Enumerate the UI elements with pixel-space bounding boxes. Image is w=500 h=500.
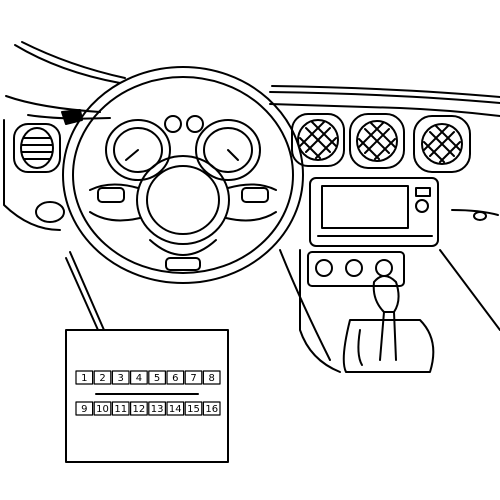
pin-cell — [75, 401, 94, 416]
pin-cell — [166, 401, 185, 416]
windshield-frame — [14, 41, 500, 104]
pin-cell — [93, 401, 112, 416]
pin-number: 7 — [190, 373, 196, 384]
left-air-vent — [3, 109, 83, 231]
pin-number: 14 — [169, 404, 182, 415]
pin-cell — [111, 401, 130, 416]
pin-number: 15 — [187, 404, 200, 415]
pin-number: 9 — [81, 404, 87, 415]
pin-cell — [202, 370, 221, 385]
pin-number: 13 — [151, 404, 164, 415]
center-console — [279, 177, 500, 373]
pin-cell — [166, 370, 185, 385]
pin-cell — [184, 370, 203, 385]
pin-number: 8 — [209, 373, 215, 384]
pin-number: 11 — [114, 404, 127, 415]
center-air-vents — [291, 113, 471, 173]
pin-number: 3 — [118, 373, 124, 384]
pin-number: 12 — [133, 404, 146, 415]
pin-cell — [148, 401, 167, 416]
gear-shift-lever — [342, 275, 435, 373]
pin-cell — [148, 370, 167, 385]
pin-number: 16 — [205, 404, 218, 415]
pin-number: 6 — [172, 373, 178, 384]
pin-cell — [75, 370, 94, 385]
connector-inset-box — [65, 329, 229, 463]
pin-number: 4 — [136, 373, 142, 384]
pin-cell — [130, 370, 148, 385]
pin-number: 2 — [99, 373, 105, 384]
pin-number: 10 — [96, 404, 109, 415]
pin-cell — [184, 401, 203, 416]
pin-cell — [130, 401, 148, 416]
connector-callout-lines — [65, 251, 105, 331]
pin-cell — [202, 401, 221, 416]
pin-number: 1 — [81, 373, 87, 384]
pin-cell — [111, 370, 130, 385]
pin-cell — [93, 370, 112, 385]
steering-wheel — [62, 66, 304, 284]
pin-number: 5 — [154, 373, 160, 384]
